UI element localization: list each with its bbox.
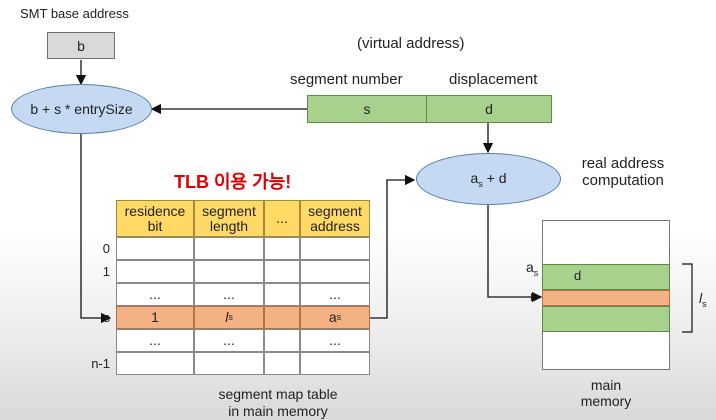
memory-caption: main memory <box>566 377 646 409</box>
table-cell-segment-address: ... <box>300 283 370 306</box>
table-cell-segment-length: ... <box>194 329 264 352</box>
table-cell-residence-bit <box>116 260 194 283</box>
smt-base-label: SMT base address <box>20 6 129 21</box>
table-cell-segment-address: ... <box>300 329 370 352</box>
table-cell-ellipsis <box>264 260 300 283</box>
table-header-ellipsis: ... <box>264 200 300 237</box>
memory-caption-line1: main <box>590 377 622 393</box>
table-cell-segment-address <box>300 352 370 375</box>
row-index-label: n-1 <box>91 356 110 371</box>
real-address-label-line2: computation <box>582 172 664 189</box>
table-cell-ellipsis <box>264 237 300 260</box>
table-cell-residence-bit <box>116 237 194 260</box>
table-cell-ellipsis <box>264 283 300 306</box>
table-caption-line2: in main memory <box>228 403 328 419</box>
row-index-label: 0 <box>102 241 110 256</box>
segment-number-field: s <box>307 95 427 123</box>
row-index-label: 1 <box>102 264 110 279</box>
memory-label-as: as <box>526 259 539 278</box>
arrow-formula-to-row-s <box>80 134 112 324</box>
row-index-label: s <box>103 310 111 325</box>
table-caption: segment map table in main memory <box>183 386 373 420</box>
table-cell-ellipsis <box>264 352 300 375</box>
segment-number-label: segment number <box>290 71 403 88</box>
arrow-as-to-sum <box>362 174 416 319</box>
table-cell-ellipsis <box>264 329 300 352</box>
displacement-label: displacement <box>449 71 538 88</box>
table-cell-segment-address <box>300 237 370 260</box>
virtual-address-title: (virtual address) <box>357 35 465 52</box>
real-address-ellipse: as + d <box>416 153 561 205</box>
arrow-sum-to-r <box>487 204 543 303</box>
table-cell-segment-length <box>194 260 264 283</box>
ls-bracket <box>682 263 693 333</box>
table-cell-residence-bit: 1 <box>116 306 194 329</box>
table-caption-line1: segment map table <box>218 386 338 402</box>
memory-label-ls: ls <box>699 290 707 309</box>
real-address-sum: as + d <box>470 169 507 189</box>
memory-target-word <box>542 290 670 306</box>
memory-segment-lower <box>542 306 670 332</box>
table-header-segment-length: segment length <box>194 200 264 237</box>
table-cell-residence-bit <box>116 352 194 375</box>
entry-address-ellipse: b + s * entrySize <box>11 84 152 134</box>
table-cell-ellipsis <box>264 306 300 329</box>
memory-caption-line2: memory <box>580 393 632 409</box>
tlb-note: TLB 이용 가능! <box>174 172 292 192</box>
table-header-segment-address: segment address <box>300 200 370 237</box>
table-cell-residence-bit: ... <box>116 329 194 352</box>
smt-base-box: b <box>47 32 115 59</box>
memory-label-r: r <box>530 288 535 304</box>
real-address-label-line1: real address <box>581 155 665 172</box>
memory-label-d: d <box>574 268 582 283</box>
table-cell-segment-length <box>194 352 264 375</box>
entry-address-formula: b + s * entrySize <box>30 101 133 117</box>
table-cell-segment-length: ... <box>194 283 264 306</box>
memory-segment-upper <box>542 264 670 290</box>
displacement-field: d <box>426 95 552 123</box>
table-header-residence-bit: residence bit <box>116 200 194 237</box>
table-cell-residence-bit: ... <box>116 283 194 306</box>
table-cell-segment-address <box>300 260 370 283</box>
table-cell-segment-length <box>194 237 264 260</box>
real-address-label: real address computation <box>577 155 669 189</box>
